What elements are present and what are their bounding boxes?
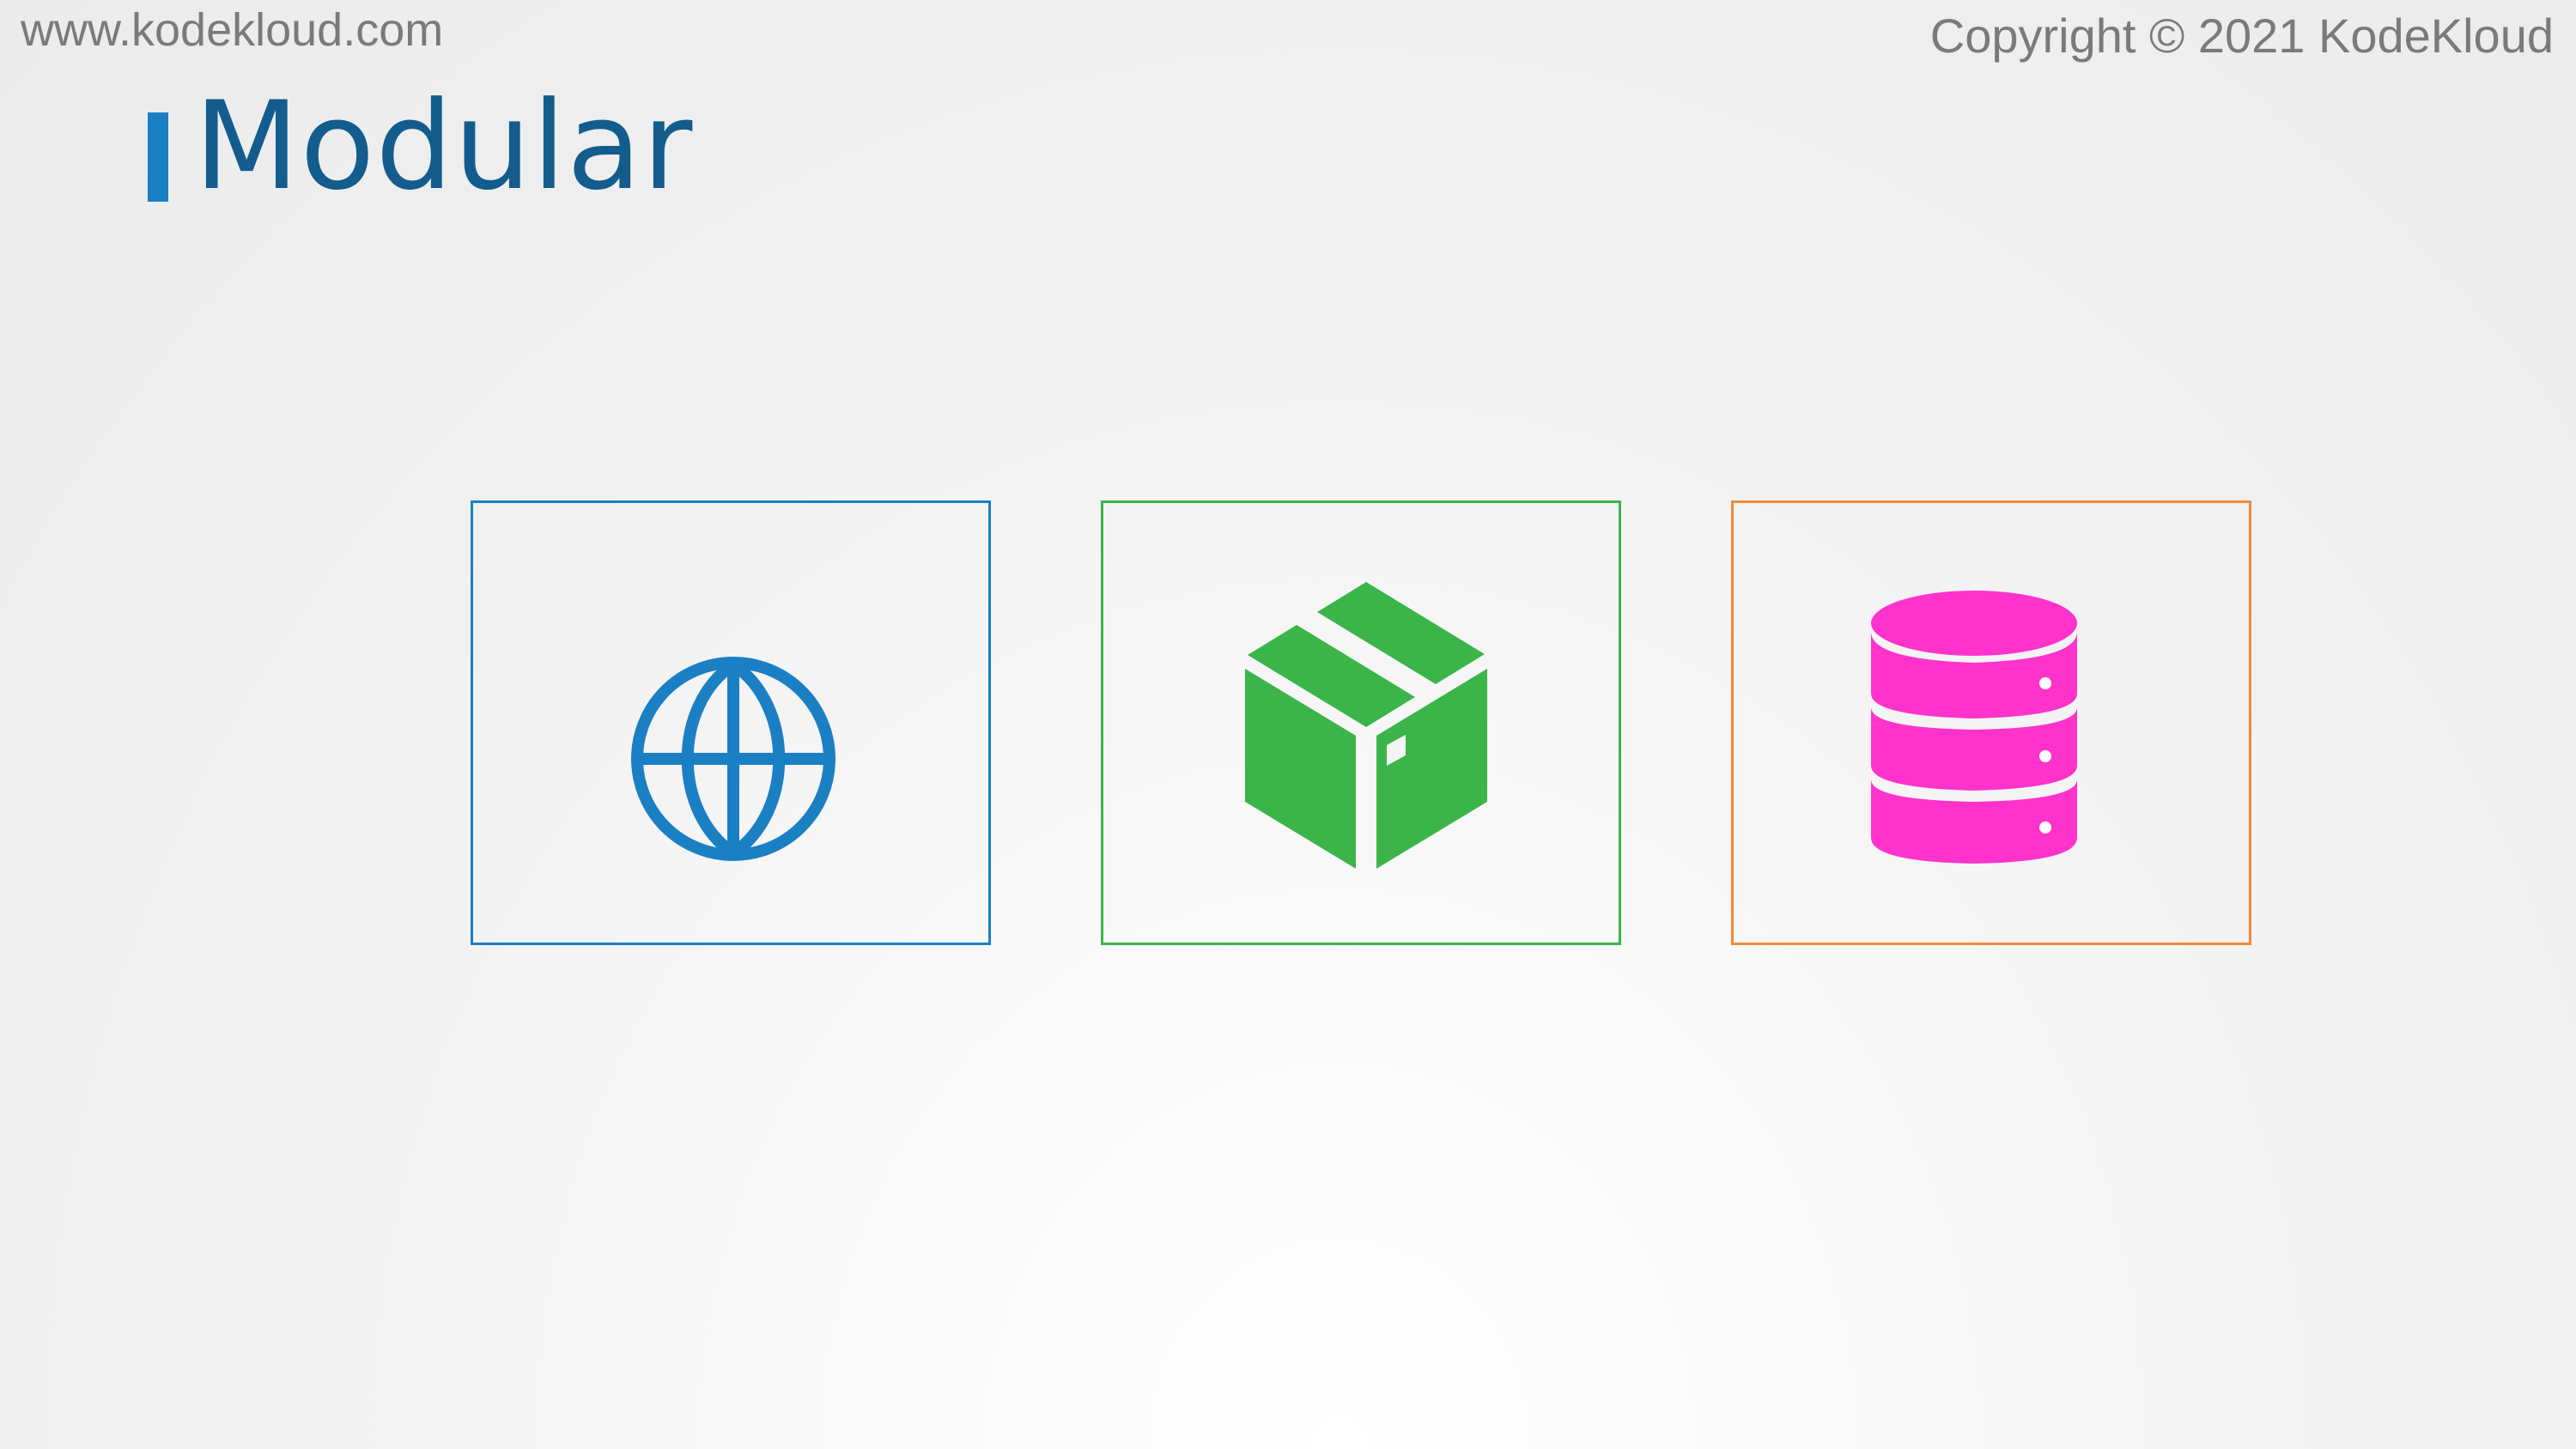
database-icon: [1871, 591, 2077, 864]
site-url: www.kodekloud.com: [21, 4, 444, 56]
module-box-package: [1101, 500, 1621, 945]
title-block: Modular: [148, 86, 693, 208]
copyright-notice: Copyright © 2021 KodeKloud: [1929, 9, 2554, 63]
package-box-icon: [1245, 582, 1487, 869]
page-title: Modular: [194, 76, 694, 217]
title-accent-bar: [148, 112, 168, 202]
globe-icon: [631, 657, 835, 861]
module-box-database: [1731, 500, 2251, 945]
module-box-web: [471, 500, 991, 945]
